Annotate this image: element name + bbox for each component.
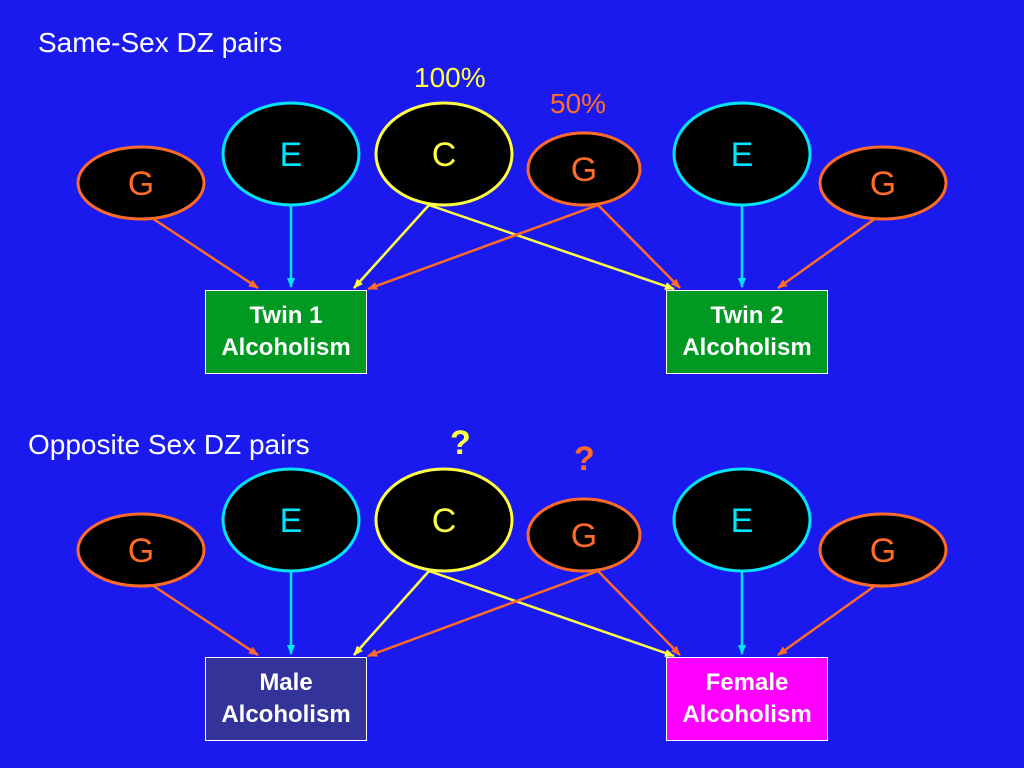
male-label: Male bbox=[259, 669, 313, 696]
arrow-g-left-to-male bbox=[151, 583, 259, 657]
female-trait: Alcoholism bbox=[682, 701, 812, 728]
g-correlation-label: 50% bbox=[550, 88, 607, 119]
c-correlation-label: 100% bbox=[414, 62, 486, 93]
top-panel-title: Same-Sex DZ pairs bbox=[38, 27, 283, 58]
node-e-left: E bbox=[221, 467, 361, 573]
node-g-left: G bbox=[76, 145, 206, 221]
top-panel: G E C G E G bbox=[76, 101, 948, 291]
svg-text:G: G bbox=[128, 532, 154, 570]
svg-text:E: E bbox=[731, 136, 754, 174]
female-box: Female Alcoholism bbox=[666, 657, 828, 741]
twin1-label: Twin 1 bbox=[249, 302, 323, 329]
node-g-right: G bbox=[818, 512, 948, 588]
twin2-trait: Alcoholism bbox=[682, 334, 812, 361]
twin1-trait: Alcoholism bbox=[221, 334, 351, 361]
arrow-g-right-to-female bbox=[777, 583, 877, 657]
arrow-g-right-to-twin2 bbox=[777, 216, 877, 290]
node-g-right: G bbox=[818, 145, 948, 221]
bottom-panel-title: Opposite Sex DZ pairs bbox=[28, 429, 310, 460]
node-e-right: E bbox=[672, 467, 812, 573]
svg-text:G: G bbox=[571, 517, 597, 555]
svg-text:G: G bbox=[870, 532, 896, 570]
svg-text:G: G bbox=[571, 151, 597, 189]
arrow-c-to-female bbox=[428, 569, 675, 658]
male-trait: Alcoholism bbox=[221, 701, 351, 728]
bottom-panel: G E C G E G bbox=[76, 467, 948, 658]
node-g-mid: G bbox=[526, 131, 642, 207]
svg-text:G: G bbox=[128, 165, 154, 203]
arrow-g-mid-to-female bbox=[597, 570, 681, 656]
arrow-c-to-male bbox=[353, 570, 430, 656]
node-c: C bbox=[374, 467, 514, 573]
node-c: C bbox=[374, 101, 514, 207]
node-g-mid: G bbox=[526, 497, 642, 573]
female-label: Female bbox=[705, 669, 789, 696]
node-g-left: G bbox=[76, 512, 206, 588]
twin2-label: Twin 2 bbox=[710, 302, 784, 329]
arrow-g-mid-to-male bbox=[367, 569, 599, 658]
node-e-right: E bbox=[672, 101, 812, 207]
svg-text:C: C bbox=[432, 136, 457, 174]
svg-text:E: E bbox=[280, 136, 303, 174]
g-correlation-unknown: ? bbox=[574, 440, 595, 478]
arrow-c-to-twin1 bbox=[353, 204, 430, 289]
node-e-left: E bbox=[221, 101, 361, 207]
arrow-g-left-to-twin1 bbox=[151, 216, 259, 290]
c-correlation-unknown: ? bbox=[450, 424, 471, 462]
twin1-box: Twin 1 Alcoholism bbox=[205, 290, 367, 374]
arrow-g-mid-to-twin2 bbox=[597, 204, 681, 289]
male-box: Male Alcoholism bbox=[205, 657, 367, 741]
svg-text:E: E bbox=[731, 502, 754, 540]
svg-text:G: G bbox=[870, 165, 896, 203]
arrow-c-to-twin2 bbox=[428, 203, 675, 291]
svg-text:C: C bbox=[432, 502, 457, 540]
arrow-g-mid-to-twin1 bbox=[367, 203, 599, 291]
svg-text:E: E bbox=[280, 502, 303, 540]
twin2-box: Twin 2 Alcoholism bbox=[666, 290, 828, 374]
